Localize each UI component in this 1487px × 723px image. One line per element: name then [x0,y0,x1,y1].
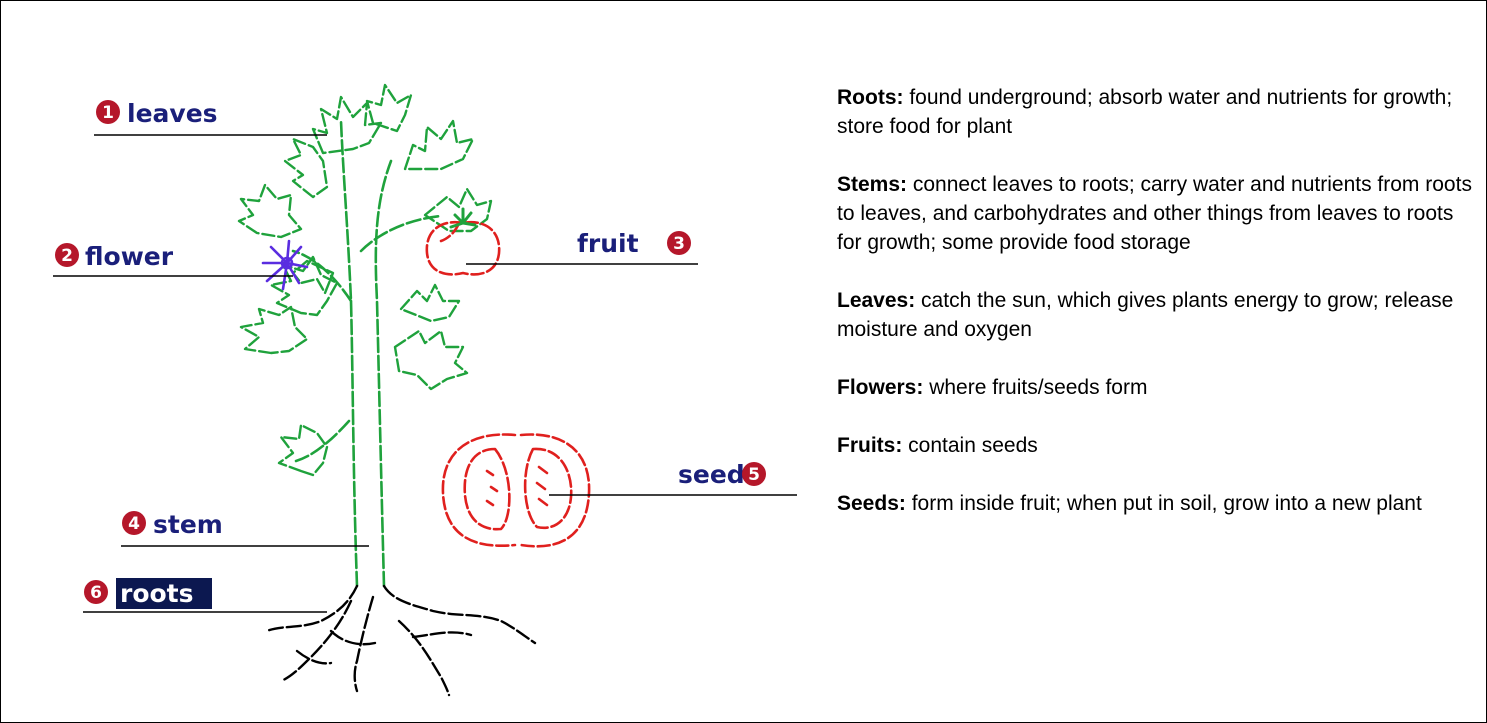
description-flowers-text: where fruits/seeds form [923,376,1147,399]
description-leaves-term: Leaves: [837,289,915,312]
description-stems-text: connect leaves to roots; carry water and… [837,173,1472,254]
leader-lines [53,135,797,612]
description-stems-term: Stems: [837,173,907,196]
description-seeds-text: form inside fruit; when put in soil, gro… [906,492,1422,515]
roots-drawing [267,586,535,695]
description-flowers: Flowers: where fruits/seeds form [837,373,1477,402]
number-badge-3-text: 3 [673,234,685,254]
stem-drawing [293,121,441,586]
label-fruit-text: fruit [577,229,639,258]
label-flower-text: flower [85,242,174,271]
label-seed-text: seed [678,460,745,489]
description-fruits: Fruits: contain seeds [837,431,1477,460]
description-roots-term: Roots: [837,86,904,109]
number-badge-2-text: 2 [61,246,73,266]
description-stems: Stems: connect leaves to roots; carry wa… [837,170,1477,257]
description-fruits-term: Fruits: [837,434,902,457]
seed-fruit-drawing [443,434,589,546]
label-roots-text: roots [120,579,194,608]
flower-drawing [263,241,307,289]
label-fruit: fruit 3 [577,229,691,258]
label-seed: seed 5 [678,460,766,489]
description-flowers-term: Flowers: [837,376,923,399]
number-badge-4-text: 4 [128,514,140,534]
description-roots: Roots: found underground; absorb water a… [837,83,1477,141]
leaf-drawings [239,85,491,475]
label-leaves-text: leaves [127,99,218,128]
description-seeds: Seeds: form inside fruit; when put in so… [837,489,1477,518]
label-flower: 2 flower [55,242,174,271]
description-leaves-text: catch the sun, which gives plants energy… [837,289,1453,341]
label-roots: 6 roots [84,578,212,609]
number-badge-5-text: 5 [748,465,760,485]
label-stem: 4 stem [122,510,223,539]
label-leaves: 1 leaves [96,99,218,128]
number-badge-1-text: 1 [102,103,114,123]
plant-drawing [239,85,589,695]
number-badge-6-text: 6 [90,583,102,603]
description-leaves: Leaves: catch the sun, which gives plant… [837,286,1477,344]
label-stem-text: stem [153,510,223,539]
description-seeds-term: Seeds: [837,492,906,515]
description-roots-text: found underground; absorb water and nutr… [837,86,1452,138]
description-fruits-text: contain seeds [902,434,1037,457]
plant-part-descriptions: Roots: found underground; absorb water a… [837,83,1477,547]
plant-diagram: 1 leaves 2 flower fruit 3 4 stem seed 5 [1,1,801,722]
fruit-calyx-icon [451,209,475,227]
